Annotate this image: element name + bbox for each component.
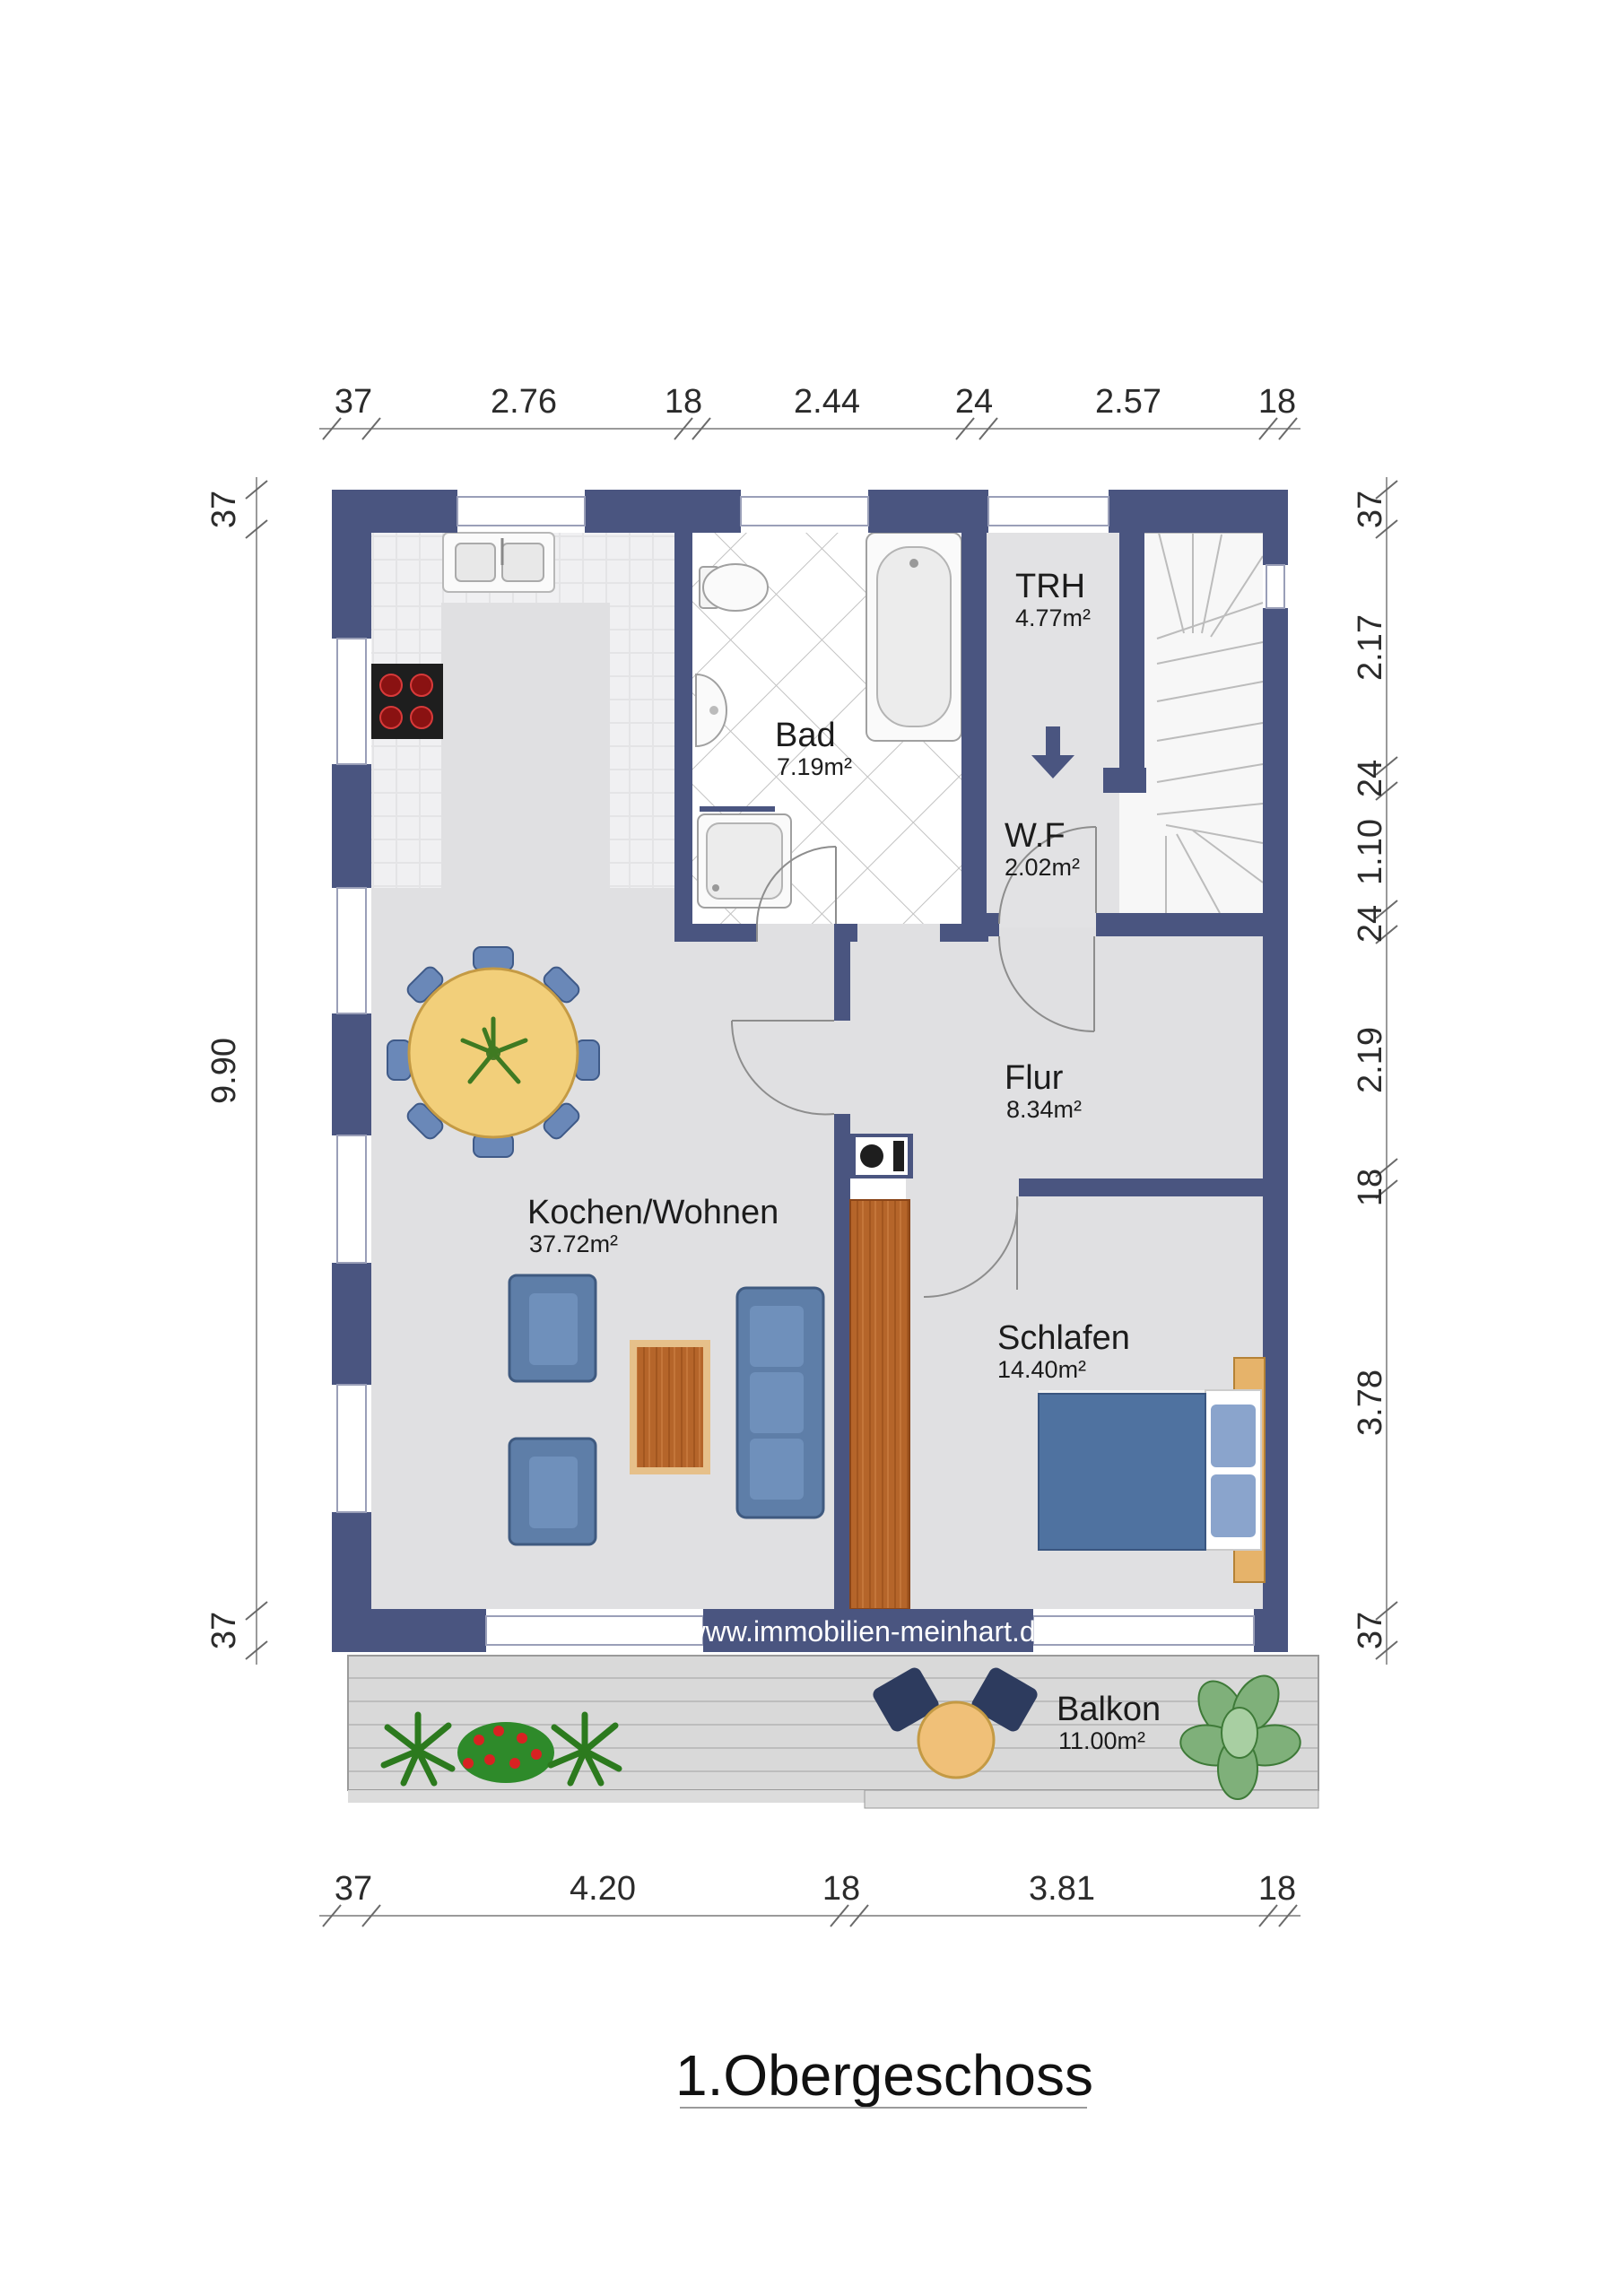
dim-right-label: 24 <box>1352 760 1389 797</box>
plant-icon <box>1179 1674 1301 1800</box>
dining-table <box>387 946 600 1158</box>
dim-right-label: 1.10 <box>1352 819 1389 885</box>
chimney <box>852 1134 911 1178</box>
shower-icon <box>697 806 792 909</box>
room-area-schlafen: 14.40m² <box>997 1356 1086 1383</box>
sofa <box>735 1286 825 1519</box>
dim-right-label: 2.17 <box>1352 614 1389 681</box>
room-area-trh: 4.77m² <box>1015 604 1091 631</box>
dim-top-label: 2.44 <box>794 383 860 421</box>
coffee-table <box>630 1340 710 1474</box>
dim-top-label: 24 <box>955 383 993 421</box>
room-area-balkon: 11.00m² <box>1058 1727 1145 1754</box>
dim-bottom-label: 4.20 <box>570 1870 636 1908</box>
bathtub-icon <box>866 532 962 742</box>
wardrobe <box>849 1199 910 1610</box>
flower-bed-icon <box>457 1722 554 1783</box>
dim-top-label: 37 <box>335 383 372 421</box>
dimension-ticks <box>245 417 1398 1927</box>
room-name-trh: TRH <box>1015 568 1085 605</box>
dim-left-label: 37 <box>205 491 243 528</box>
dim-left-label: 37 <box>205 1612 243 1649</box>
room-area-wf: 2.02m² <box>1005 854 1080 881</box>
dim-right-label: 18 <box>1352 1169 1389 1206</box>
dimension-lines <box>256 428 1387 1917</box>
room-name-wf: W.F <box>1005 817 1066 855</box>
watermark-band <box>703 1609 1033 1652</box>
cooktop-icon <box>371 664 443 739</box>
room-name-flur: Flur <box>1005 1059 1064 1097</box>
plant-icon <box>380 1711 456 1787</box>
room-name-bad: Bad <box>775 717 836 754</box>
dim-top-label: 2.76 <box>491 383 557 421</box>
plant-icon <box>547 1711 622 1787</box>
room-name-balkon: Balkon <box>1057 1691 1161 1728</box>
toilet-icon <box>699 563 769 612</box>
dim-bottom-label: 18 <box>1258 1870 1296 1908</box>
dim-bottom-label: 3.81 <box>1029 1870 1095 1908</box>
dim-top-label: 18 <box>1258 383 1296 421</box>
bistro-set-icon <box>873 1667 1038 1779</box>
room-area-kochen-wohnen: 37.72m² <box>529 1231 618 1257</box>
room-area-flur: 8.34m² <box>1006 1096 1082 1123</box>
washbasin-icon <box>695 673 727 748</box>
dim-bottom-label: 18 <box>822 1870 860 1908</box>
dim-right-label: 24 <box>1352 905 1389 943</box>
dim-top-label: 18 <box>665 383 702 421</box>
dim-right-label: 3.78 <box>1352 1370 1389 1436</box>
down-arrow-icon <box>1031 726 1074 778</box>
dim-top-label: 2.57 <box>1095 383 1161 421</box>
dim-left-label: 9.90 <box>205 1038 243 1104</box>
staircase <box>1119 532 1264 914</box>
door-swings <box>730 826 1097 1299</box>
room-name-schlafen: Schlafen <box>997 1319 1130 1357</box>
room-area-bad: 7.19m² <box>777 753 852 780</box>
sink-icon <box>442 532 555 593</box>
dim-right-label: 37 <box>1352 491 1389 528</box>
armchair <box>508 1437 597 1546</box>
floor-title: 1.Obergeschoss <box>675 2043 1093 2108</box>
windows <box>336 496 1285 1646</box>
armchair <box>508 1274 597 1383</box>
watermark: www.immobilien-meinhart.de <box>683 1615 1051 1648</box>
bed <box>1038 1357 1266 1583</box>
dim-bottom-label: 37 <box>335 1870 372 1908</box>
room-name-kochen-wohnen: Kochen/Wohnen <box>527 1194 779 1231</box>
dim-right-label: 2.19 <box>1352 1027 1389 1093</box>
dim-right-label: 37 <box>1352 1612 1389 1649</box>
